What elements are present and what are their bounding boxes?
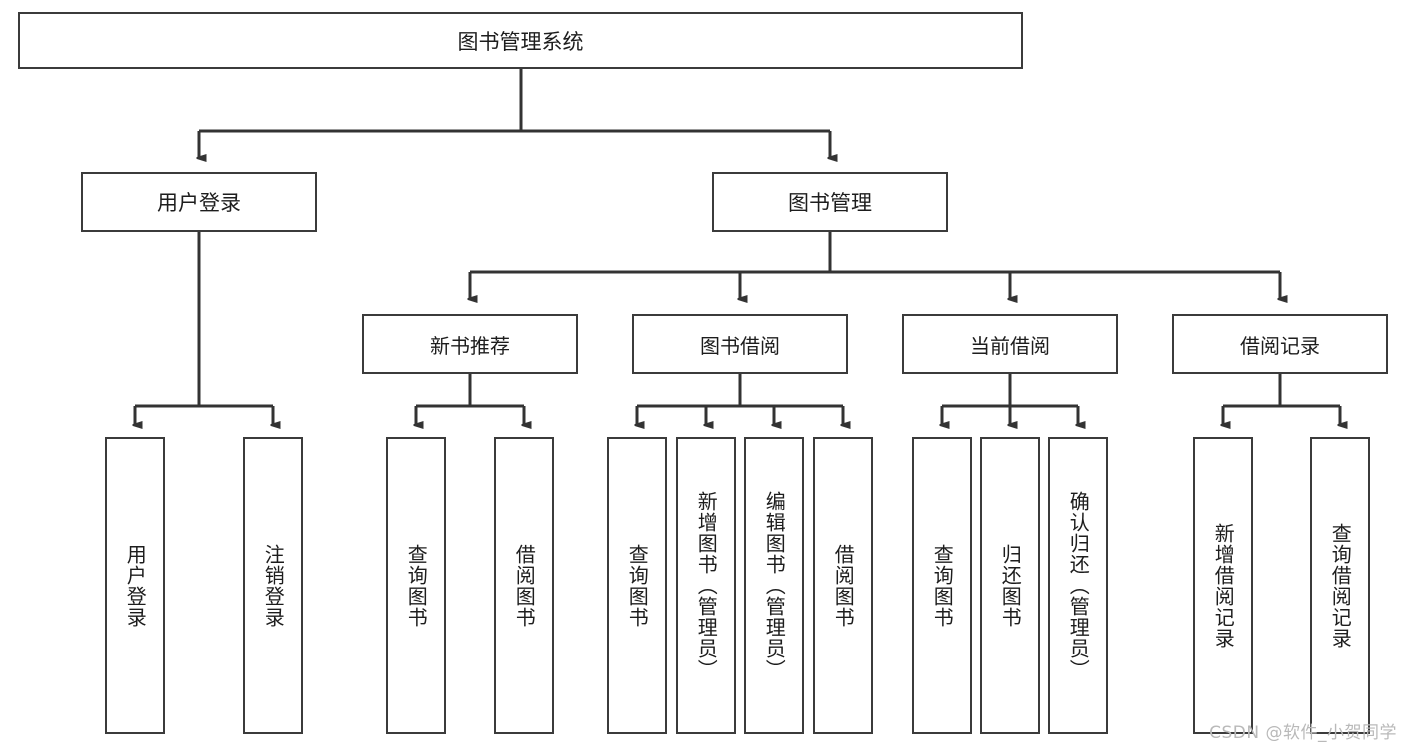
leaf-add-borrow-record[interactable]: 新增借阅记录 bbox=[1193, 437, 1253, 734]
node-label: 查询借阅记录 bbox=[1328, 522, 1353, 649]
node-current-borrow[interactable]: 当前借阅 bbox=[902, 314, 1118, 374]
node-label: 用户登录 bbox=[157, 191, 241, 215]
leaf-borrow-book-recommend[interactable]: 借阅图书 bbox=[494, 437, 554, 734]
node-label: 借阅记录 bbox=[1240, 333, 1320, 358]
node-label: 查询图书 bbox=[930, 543, 955, 628]
node-book-management[interactable]: 图书管理 bbox=[712, 172, 948, 232]
leaf-edit-book-admin[interactable]: 编辑图书（管理员） bbox=[744, 437, 804, 734]
node-label: 新书推荐 bbox=[430, 333, 510, 358]
node-borrow-record[interactable]: 借阅记录 bbox=[1172, 314, 1388, 374]
leaf-query-book-borrow[interactable]: 查询图书 bbox=[607, 437, 667, 734]
node-label: 当前借阅 bbox=[970, 333, 1050, 358]
node-label: 图书管理 bbox=[788, 191, 872, 215]
node-root-book-management-system[interactable]: 图书管理系统 bbox=[18, 12, 1023, 69]
leaf-query-borrow-record[interactable]: 查询借阅记录 bbox=[1310, 437, 1370, 734]
node-label: 确认归还（管理员） bbox=[1066, 491, 1091, 680]
node-label: 新增借阅记录 bbox=[1211, 522, 1236, 649]
node-user-login[interactable]: 用户登录 bbox=[81, 172, 317, 232]
leaf-query-book-current[interactable]: 查询图书 bbox=[912, 437, 972, 734]
leaf-query-book-recommend[interactable]: 查询图书 bbox=[386, 437, 446, 734]
node-label: 图书借阅 bbox=[700, 333, 780, 358]
csdn-watermark: CSDN @软件_小贺同学 bbox=[1209, 723, 1397, 743]
node-label: 注销登录 bbox=[261, 543, 286, 628]
node-label: 用户登录 bbox=[123, 543, 148, 628]
node-label: 图书管理系统 bbox=[457, 29, 584, 54]
node-label: 借阅图书 bbox=[831, 543, 856, 628]
node-label: 归还图书 bbox=[998, 543, 1023, 628]
leaf-logout[interactable]: 注销登录 bbox=[243, 437, 303, 734]
node-book-borrow[interactable]: 图书借阅 bbox=[632, 314, 848, 374]
node-label: 查询图书 bbox=[404, 543, 429, 628]
leaf-add-book-admin[interactable]: 新增图书（管理员） bbox=[676, 437, 736, 734]
leaf-confirm-return-admin[interactable]: 确认归还（管理员） bbox=[1048, 437, 1108, 734]
leaf-return-book[interactable]: 归还图书 bbox=[980, 437, 1040, 734]
leaf-borrow-book[interactable]: 借阅图书 bbox=[813, 437, 873, 734]
leaf-user-login[interactable]: 用户登录 bbox=[105, 437, 165, 734]
node-label: 新增图书（管理员） bbox=[694, 491, 719, 680]
node-label: 编辑图书（管理员） bbox=[762, 491, 787, 680]
node-label: 借阅图书 bbox=[512, 543, 537, 628]
node-label: 查询图书 bbox=[625, 543, 650, 628]
node-new-book-recommend[interactable]: 新书推荐 bbox=[362, 314, 578, 374]
